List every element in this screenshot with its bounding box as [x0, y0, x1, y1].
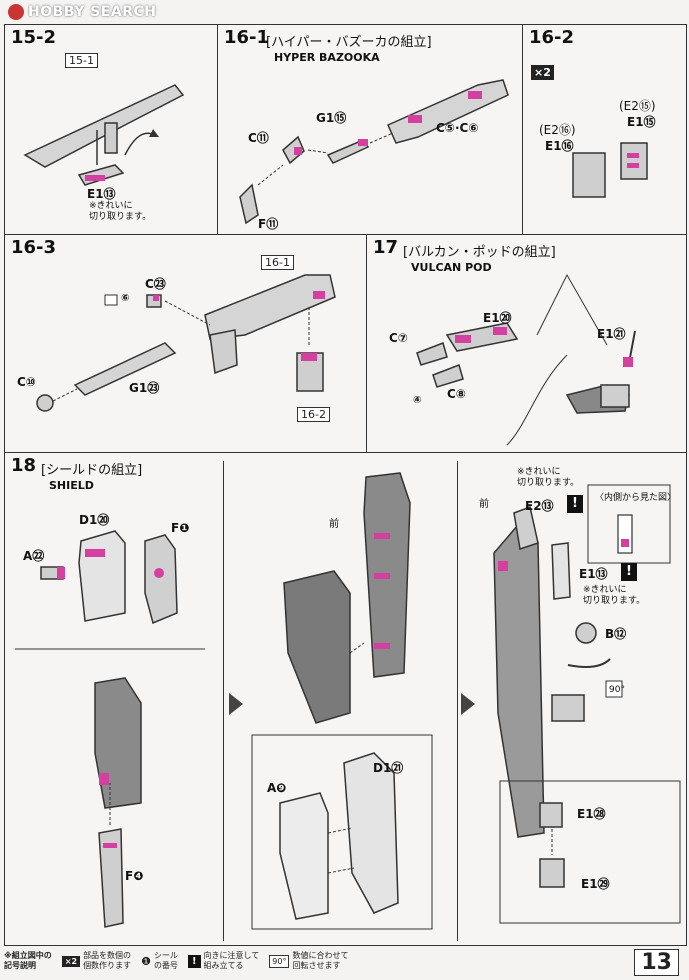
seal-number: ⑥ — [121, 293, 130, 304]
legend-item: ! 向きに注意して 組み立てる — [187, 951, 260, 971]
part-label-c8: C⑧ — [447, 387, 466, 401]
part-label-d1-20: D1⑳ — [79, 513, 110, 527]
seal-icon: ❶ — [141, 954, 151, 968]
part-label-g1-23: G1㉓ — [129, 381, 160, 395]
part-label-d1-21: D1㉑ — [373, 761, 404, 775]
step-18-panel: 18 [シールドの組立] SHIELD A㉒ D1⑳ F❶ F❹ 前 A❾ D — [4, 452, 687, 946]
step-17-panel: 17 [バルカン・ポッドの組立] VULCAN POD C⑦ E1⑳ C⑧ E1… — [366, 234, 687, 454]
part-label-e2-13: E2⑬ — [525, 499, 554, 513]
part-label-c23: C㉓ — [145, 277, 166, 291]
step-number: 15-2 — [11, 27, 57, 48]
part-label-e1-13: E1⑬ — [579, 567, 608, 581]
step-number: 18 — [11, 455, 37, 476]
reference-box-top: 16-1 — [261, 255, 294, 270]
next-step-arrow — [461, 693, 475, 715]
vulcan-pod-illustration — [416, 273, 636, 446]
step-16-1-panel: 16-1 [ハイパー・バズーカの組立] HYPER BAZOOKA C⑪ G1⑮… — [217, 24, 524, 236]
rifle-illustration — [23, 84, 185, 186]
part-label-a22: A㉒ — [23, 549, 45, 563]
cut-note: ※きれいに 切り取ります。 — [89, 201, 152, 222]
legend-item: ❶ シール の番号 — [141, 951, 178, 971]
cut-note-top: ※きれいに 切り取ります。 — [517, 467, 580, 488]
part-label-e1-29: E1㉙ — [581, 877, 610, 891]
rotation-angle-label: 90° — [609, 685, 625, 695]
bazooka-illustration — [239, 79, 509, 225]
seal-number: ④ — [413, 395, 422, 406]
rotation-icon: 90° — [269, 954, 290, 968]
step-15-2-panel: 15-2 15-1 E1⑬ ※きれいに 切り取ります。 — [4, 24, 219, 236]
reference-box: 15-1 — [65, 53, 98, 68]
page-number: 13 — [634, 949, 679, 976]
part-label-g1-15: G1⑮ — [316, 111, 347, 125]
part-label-c11: C⑪ — [248, 131, 269, 145]
bazooka-assembly-illustration — [36, 274, 336, 412]
part-label: E1⑬ — [87, 187, 116, 201]
step-number: 16-3 — [11, 237, 57, 258]
step-16-3-panel: 16-3 16-1 16-2 C㉓ C⑩ G1㉓ ⑥ — [4, 234, 368, 454]
cut-note-mid: ※きれいに 切り取ります。 — [583, 585, 646, 606]
step-title-jp: [ハイパー・バズーカの組立] — [266, 35, 432, 50]
legend-title: ※組立図中の 記号説明 — [4, 951, 52, 970]
part-label-f4: F❹ — [125, 869, 144, 883]
part-label-e1-21: E1㉑ — [597, 327, 626, 341]
orientation-warning-icon: ! — [567, 495, 583, 513]
inner-view-label: 〈内側から見た図〉 — [595, 493, 677, 503]
part-label-a9: A❾ — [267, 781, 287, 795]
step-16-2-panel: 16-2 ×2 (E2⑯) E1⑯ (E2⑮) E1⑮ — [522, 24, 687, 236]
part-label-e2-15: (E2⑮) — [619, 99, 656, 113]
part-label-f11: F⑪ — [258, 217, 279, 231]
step-number: 16-2 — [529, 27, 575, 48]
reference-box-bottom: 16-2 — [297, 407, 330, 422]
part-illustration — [572, 142, 648, 198]
step-title-jp: [シールドの組立] — [41, 463, 143, 478]
warning-icon: ! — [187, 954, 201, 968]
column-divider — [457, 461, 458, 941]
symbol-legend: ※組立図中の 記号説明 ×2 部品を数個の 個数作ります ❶ シール の番号 !… — [4, 946, 604, 976]
shield-part-b-illustration — [251, 472, 433, 930]
hobby-search-logo-icon — [8, 4, 24, 20]
step-title-en: VULCAN POD — [411, 261, 492, 274]
part-label-f1: F❶ — [171, 521, 190, 535]
legend-text: シール の番号 — [153, 951, 178, 970]
step-number: 17 — [373, 237, 399, 258]
quantity-badge: ×2 — [531, 65, 554, 80]
part-label-c7: C⑦ — [389, 331, 408, 345]
part-label-e1-28: E1㉘ — [577, 807, 606, 821]
part-label-e2-16: (E2⑯) — [539, 123, 576, 137]
part-label-c10: C⑩ — [17, 375, 36, 389]
part-label-e1-20: E1⑳ — [483, 311, 512, 325]
part-label-e1-16: E1⑯ — [545, 139, 574, 153]
front-direction-label: 前 — [329, 519, 339, 530]
quantity-icon: ×2 — [61, 955, 81, 967]
step-title-en: HYPER BAZOOKA — [274, 51, 380, 64]
legend-item: ×2 部品を数個の 個数作ります — [61, 951, 132, 971]
legend-item: 90° 数値に合わせて 回転させます — [269, 951, 348, 971]
watermark-text: HOBBY SEARCH — [28, 4, 157, 20]
part-label-e1-15: E1⑮ — [627, 115, 656, 129]
watermark: HOBBY SEARCH — [8, 4, 156, 20]
orientation-warning-icon: ! — [621, 563, 637, 581]
part-label-c5-c6: C⑤·C⑥ — [436, 121, 479, 135]
shield-part-a-illustration — [15, 530, 205, 928]
step-title-en: SHIELD — [49, 479, 94, 492]
legend-text: 部品を数個の 個数作ります — [83, 951, 132, 970]
front-direction-label: 前 — [479, 499, 489, 510]
column-divider — [223, 461, 224, 941]
step-number: 16-1 — [224, 27, 270, 48]
part-label-b12: B⑫ — [605, 627, 627, 641]
legend-text: 数値に合わせて 回転させます — [292, 951, 349, 970]
legend-text: 向きに注意して 組み立てる — [203, 951, 260, 970]
next-step-arrow — [229, 693, 243, 715]
shield-part-c-illustration — [493, 484, 681, 924]
step-title-jp: [バルカン・ポッドの組立] — [403, 245, 556, 260]
